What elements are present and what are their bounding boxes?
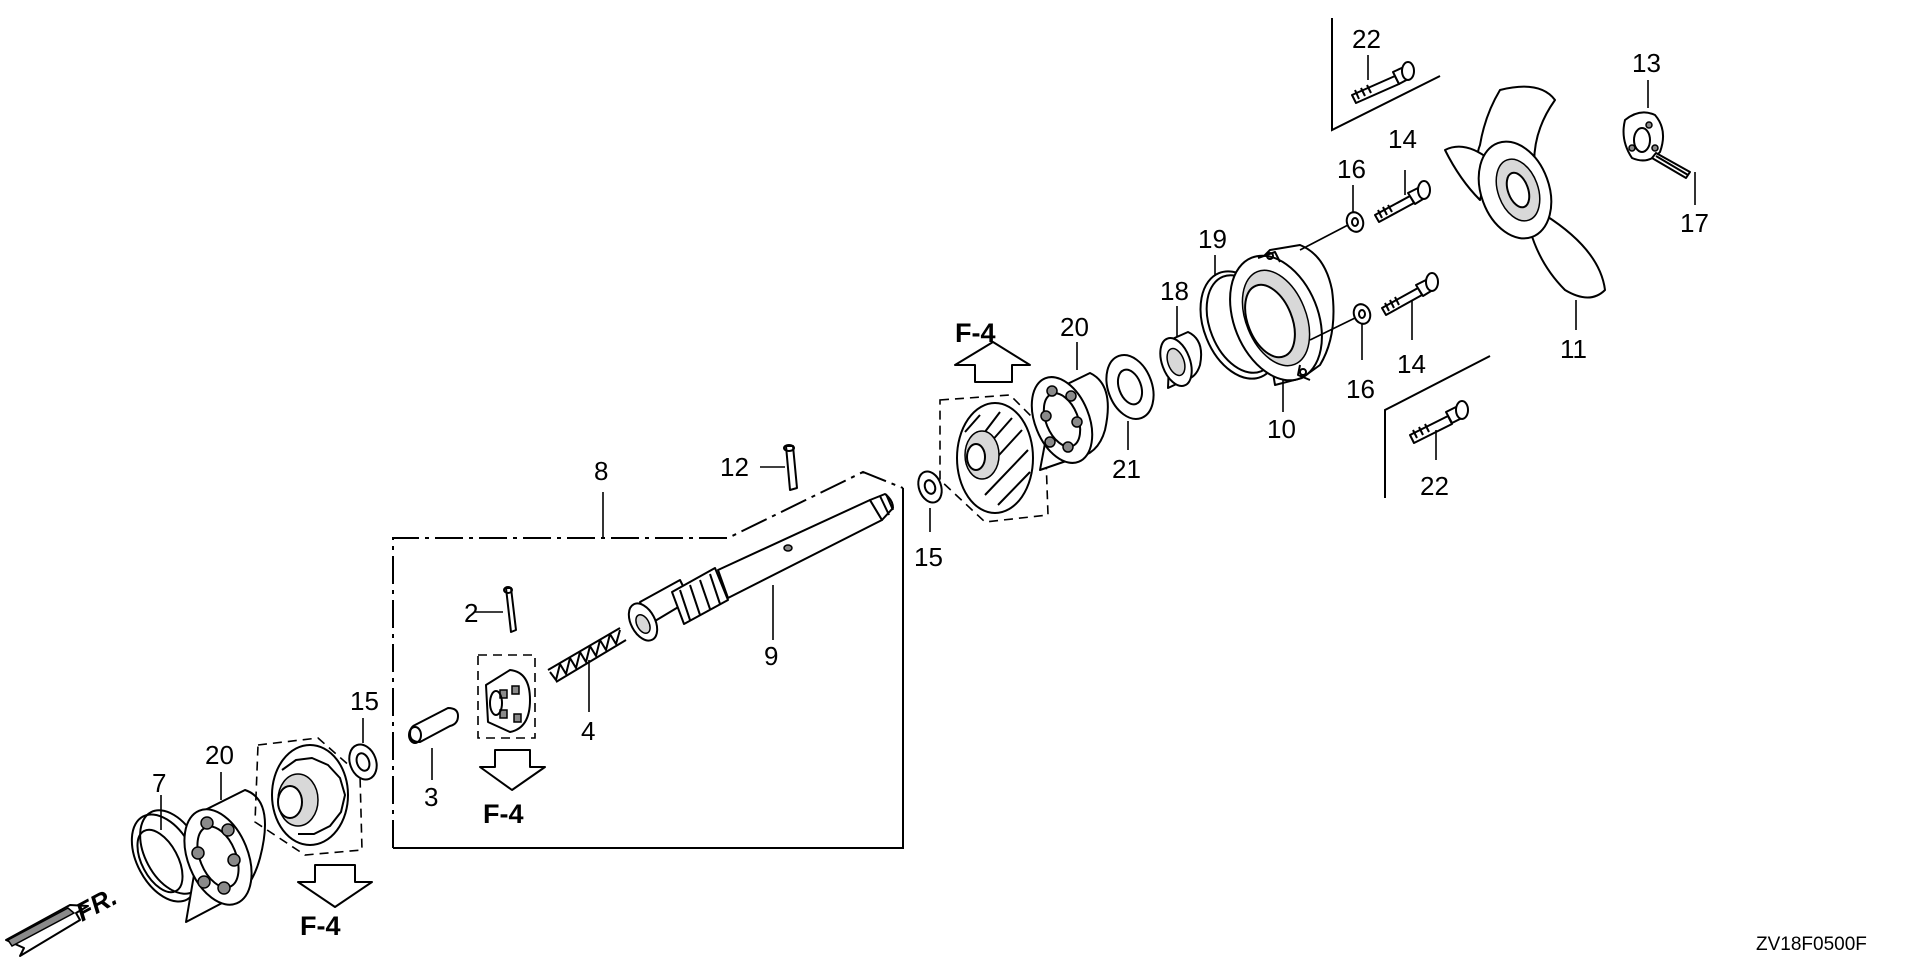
clutch-dog (477, 654, 536, 739)
bolt-14-upper (1374, 180, 1431, 223)
front-direction-arrow (5, 904, 89, 957)
spring-4 (547, 627, 627, 683)
propeller-11 (1444, 85, 1606, 299)
washer-16-lower (1352, 303, 1372, 325)
needle-bearing-18 (1159, 331, 1203, 389)
middle-ref-arrow (479, 749, 546, 791)
washer-15-upper (917, 470, 943, 504)
callout-15-upper: 15 (914, 542, 943, 572)
forward-bevel-gear (254, 737, 363, 856)
bolt-14-lower (1381, 272, 1439, 316)
callout-17: 17 (1680, 208, 1709, 238)
reverse-bevel-gear (939, 394, 1049, 523)
callout-8: 8 (594, 456, 608, 486)
diagram-code: ZV18F0500F (1756, 934, 1867, 955)
callout-20-upper: 20 (1060, 312, 1089, 342)
washer-15-lower (348, 743, 378, 781)
upper-reference-label: F-4 (955, 318, 996, 348)
callout-20-lower: 20 (205, 740, 234, 770)
bolt-22-upper (1351, 61, 1415, 104)
callout-16-lower: 16 (1346, 374, 1375, 404)
callout-16-upper: 16 (1337, 154, 1366, 184)
callout-22-lower: 22 (1420, 471, 1449, 501)
callout-14-upper: 14 (1388, 124, 1417, 154)
callout-2: 2 (464, 598, 478, 628)
callout-7: 7 (152, 768, 166, 798)
washer-16-upper (1345, 211, 1365, 233)
bolt-22-lower (1409, 400, 1469, 444)
lower-bolt-bracket (1384, 355, 1491, 498)
callout-15-lower: 15 (350, 686, 379, 716)
spring-pin-2 (503, 586, 517, 633)
thrust-washer-21 (1105, 354, 1155, 420)
propeller-nut-13 (1622, 111, 1665, 162)
callout-4: 4 (581, 716, 595, 746)
propeller-shaft-9 (627, 493, 894, 642)
lower-ref-arrow (297, 864, 373, 908)
ball-bearing-20-upper (1030, 372, 1109, 471)
lower-reference-label: F-4 (300, 911, 341, 941)
middle-reference-label: F-4 (483, 799, 524, 829)
callout-13: 13 (1632, 48, 1661, 78)
upper-ref-arrow (954, 341, 1031, 383)
callout-14-lower: 14 (1397, 349, 1426, 379)
callout-12: 12 (720, 452, 749, 482)
gear-case-cap-10 (1229, 244, 1335, 386)
callout-22-upper: 22 (1352, 24, 1381, 54)
upper-bolt-bracket (1331, 18, 1441, 132)
cotter-pin-17 (1651, 152, 1691, 179)
ball-bearing-20-lower (183, 789, 266, 923)
callout-9: 9 (764, 641, 778, 671)
callout-11: 11 (1560, 334, 1587, 364)
callout-3: 3 (424, 782, 438, 812)
pin-3 (408, 707, 459, 744)
pin-12 (783, 444, 798, 491)
callout-21: 21 (1112, 454, 1141, 484)
callout-10: 10 (1267, 414, 1296, 444)
callout-18: 18 (1160, 276, 1189, 306)
shaft-assembly-bracket (392, 470, 904, 849)
callout-19: 19 (1198, 224, 1227, 254)
